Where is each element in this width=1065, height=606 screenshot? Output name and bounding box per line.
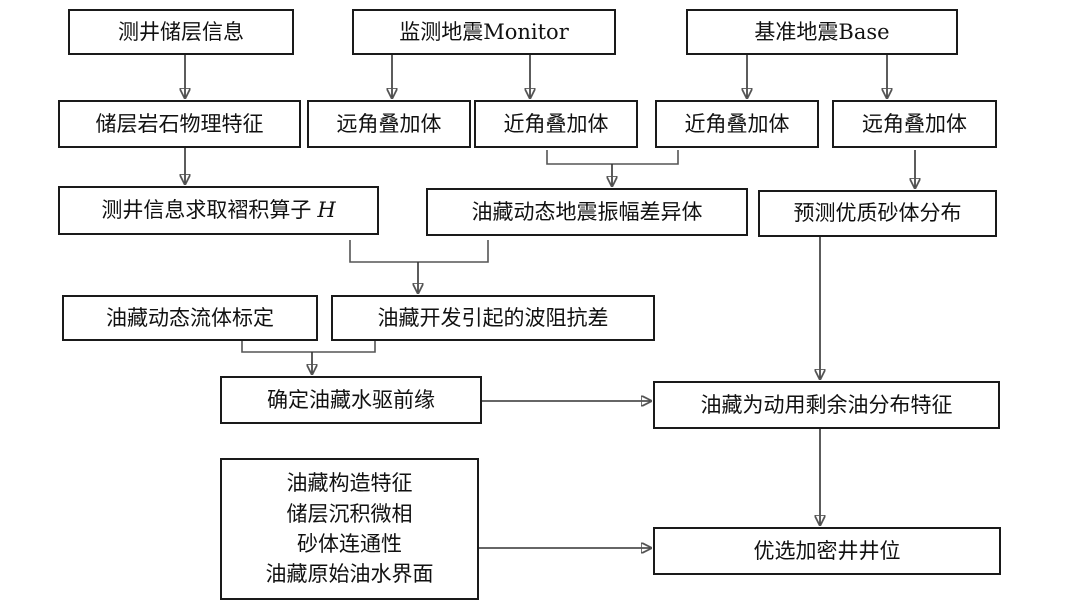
node-base-seismic: 基准地震Base — [686, 9, 958, 55]
node-label: 油藏为动用剩余油分布特征 — [700, 392, 953, 417]
node-infill-wells: 优选加密井井位 — [653, 527, 1001, 575]
node-label: 近角叠加体 — [503, 111, 609, 136]
node-label: 测井储层信息 — [118, 19, 244, 44]
node-base-far-stack: 远角叠加体 — [832, 100, 997, 148]
node-amplitude-difference: 油藏动态地震振幅差异体 — [426, 188, 748, 236]
node-label: 基准地震Base — [754, 19, 890, 44]
node-label: 确定油藏水驱前缘 — [267, 387, 435, 412]
node-label: 远角叠加体 — [336, 111, 442, 136]
operator-symbol: H — [317, 198, 336, 223]
node-well-reservoir-info: 测井储层信息 — [68, 9, 294, 55]
node-label: 油藏动态地震振幅差异体 — [471, 199, 703, 224]
node-monitor-far-stack: 远角叠加体 — [307, 100, 471, 148]
node-line-owc: 油藏原始油水界面 — [265, 562, 434, 587]
node-label: 监测地震Monitor — [399, 19, 569, 44]
node-remaining-oil: 油藏为动用剩余油分布特征 — [653, 381, 1000, 429]
node-base-near-stack: 近角叠加体 — [655, 100, 819, 148]
node-label: 优选加密井井位 — [753, 538, 901, 563]
node-line-connectivity: 砂体连通性 — [297, 532, 402, 556]
node-line-microfacies: 储层沉积微相 — [286, 501, 413, 526]
node-impedance-difference: 油藏开发引起的波阻抗差 — [331, 295, 655, 341]
bracket-near-stacks — [546, 150, 679, 165]
node-monitor-near-stack: 近角叠加体 — [474, 100, 638, 148]
node-well-operator-h: 测井信息求取褶积算子 H — [58, 186, 379, 235]
node-label: 远角叠加体 — [862, 111, 967, 136]
node-monitor-seismic: 监测地震Monitor — [352, 9, 616, 55]
bracket-calibration-impedance — [241, 341, 376, 353]
node-fluid-calibration: 油藏动态流体标定 — [62, 295, 318, 341]
node-water-front: 确定油藏水驱前缘 — [220, 376, 482, 424]
node-sand-prediction: 预测优质砂体分布 — [758, 190, 997, 237]
node-rock-physics: 储层岩石物理特征 — [58, 100, 301, 148]
node-label: 油藏开发引起的波阻抗差 — [377, 305, 609, 330]
node-geology-factors: 油藏构造特征 储层沉积微相 砂体连通性 油藏原始油水界面 — [220, 458, 479, 600]
node-label: 近角叠加体 — [684, 111, 790, 136]
node-label: 油藏动态流体标定 — [106, 305, 274, 330]
bracket-operator-amplitude — [349, 240, 489, 263]
node-line-structure: 油藏构造特征 — [286, 471, 413, 496]
node-label: 储层岩石物理特征 — [95, 111, 264, 136]
node-label: 预测优质砂体分布 — [793, 201, 962, 226]
node-label: 测井信息求取褶积算子 — [101, 198, 312, 223]
